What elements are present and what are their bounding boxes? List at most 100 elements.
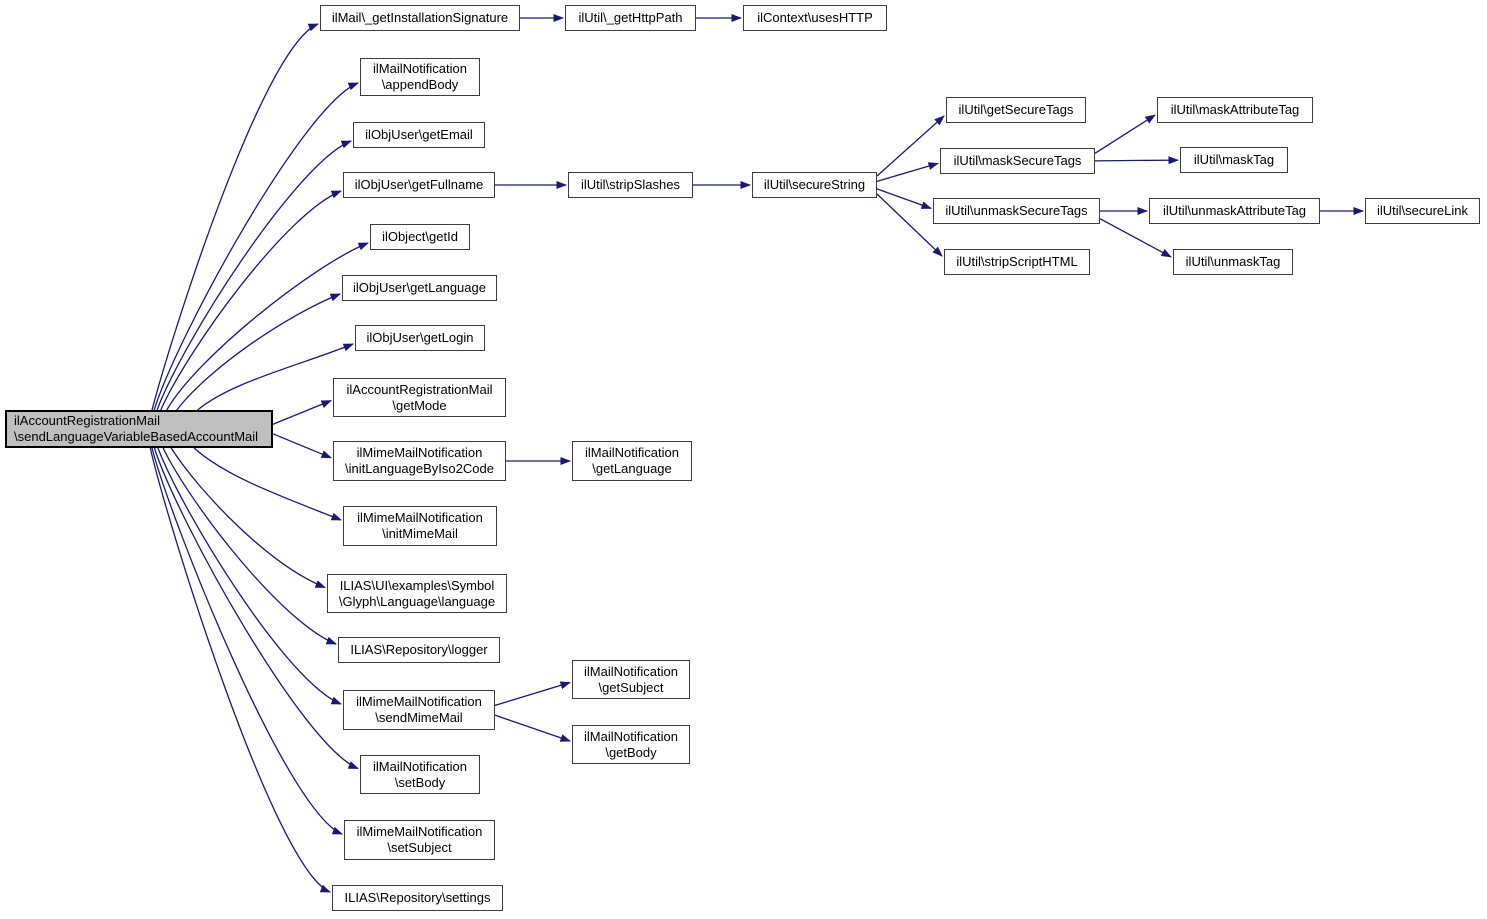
node-label-line: ILIAS\Repository\logger — [350, 642, 488, 657]
node-get-mode[interactable]: ilAccountRegistrationMail\getMode — [333, 378, 506, 417]
node-symbol-glyph-language[interactable]: ILIAS\UI\examples\Symbol\Glyph\Language\… — [327, 574, 507, 613]
node-mask-tag[interactable]: ilUtil\maskTag — [1180, 147, 1288, 173]
node-get-body[interactable]: ilMailNotification\getBody — [572, 725, 690, 764]
node-label-line: ilObjUser\getFullname — [354, 177, 484, 192]
node-label-line: ilUtil\unmaskAttributeTag — [1162, 203, 1307, 218]
node-label-line: ilMailNotification — [584, 663, 678, 679]
node-unmask-secure-tags[interactable]: ilUtil\unmaskSecureTags — [933, 198, 1100, 224]
node-label-line: ilMailNotification — [585, 445, 679, 460]
node-init-mime-mail[interactable]: ilMimeMailNotification\initMimeMail — [343, 506, 497, 546]
edge-root-to-append-body — [153, 82, 359, 411]
node-strip-slashes[interactable]: ilUtil\stripSlashes — [568, 172, 693, 198]
node-label-line: ilObjUser\getLanguage — [353, 280, 486, 295]
node-user-get-language[interactable]: ilObjUser\getLanguage — [342, 275, 497, 301]
node-label-line: ilUtil\unmaskSecureTags — [945, 203, 1088, 218]
edge-root-to-get-fullname — [160, 190, 342, 411]
edge-root-to-init-mime-mail — [193, 447, 342, 521]
node-get-login[interactable]: ilObjUser\getLogin — [355, 325, 485, 351]
node-unmask-attribute-tag[interactable]: ilUtil\unmaskAttributeTag — [1149, 198, 1320, 224]
edge-secure-string-to-unmask-secure-tags — [876, 188, 932, 210]
node-label-line: \sendLanguageVariableBasedAccountMail — [14, 429, 259, 444]
node-label-line: \initLanguageByIso2Code — [345, 461, 494, 476]
node-label-line: \Glyph\Language\language — [338, 593, 496, 609]
node-mask-attribute-tag[interactable]: ilUtil\maskAttributeTag — [1157, 97, 1313, 123]
edge-root-to-init-language-by-iso2-code — [272, 433, 332, 459]
node-secure-string[interactable]: ilUtil\secureString — [752, 172, 877, 198]
node-get-id[interactable]: ilObject\getId — [370, 224, 470, 250]
edge-root-to-set-body — [153, 447, 359, 770]
edge-root-to-get-id — [166, 242, 369, 411]
node-mail-get-language[interactable]: ilMailNotification\getLanguage — [572, 441, 692, 481]
node-label-line: \initMimeMail — [382, 526, 458, 541]
node-label-line: ilAccountRegistrationMail — [14, 413, 160, 428]
node-get-secure-tags[interactable]: ilUtil\getSecureTags — [946, 97, 1086, 123]
edge-mask-secure-tags-to-mask-tag — [1094, 156, 1179, 165]
node-get-http-path[interactable]: ilUtil\_getHttpPath — [565, 5, 696, 31]
node-label-line: ilMailNotification — [373, 758, 467, 774]
edge-root-to-get-login — [197, 343, 354, 411]
node-label-line: ilMailNotification — [373, 61, 467, 76]
node-mask-secure-tags[interactable]: ilUtil\maskSecureTags — [940, 148, 1095, 174]
edge-send-mime-mail-to-get-body — [494, 714, 571, 742]
node-label-line: ilMimeMailNotification — [356, 694, 482, 709]
node-label-line: ilUtil\maskTag — [1193, 152, 1275, 167]
node-get-email[interactable]: ilObjUser\getEmail — [353, 122, 485, 148]
node-label-line: \getBody — [605, 744, 657, 760]
node-get-fullname[interactable]: ilObjUser\getFullname — [343, 172, 495, 198]
node-send-mime-mail[interactable]: ilMimeMailNotification\sendMimeMail — [343, 690, 495, 730]
node-label-line: ilUtil\unmaskTag — [1185, 254, 1281, 269]
node-label-line: \setBody — [394, 774, 446, 790]
node-label-line: \setSubject — [387, 840, 452, 855]
node-label-line: ilUtil\getSecureTags — [958, 102, 1074, 117]
node-label-line: \getMode — [392, 397, 447, 413]
node-label-line: ilMimeMailNotification — [356, 824, 483, 839]
node-uses-http[interactable]: ilContext\usesHTTP — [743, 5, 887, 31]
node-label-line: ilUtil\secureString — [763, 177, 866, 192]
node-label-line: \getSubject — [598, 679, 664, 695]
node-label-line: ILIAS\Repository\settings — [344, 890, 491, 905]
node-unmask-tag[interactable]: ilUtil\unmaskTag — [1173, 249, 1293, 275]
node-label-line: ILIAS\UI\examples\Symbol — [339, 577, 495, 593]
node-label-line: ilUtil\_getHttpPath — [578, 10, 683, 25]
node-repository-settings[interactable]: ILIAS\Repository\settings — [332, 885, 503, 911]
node-label-line: ilObject\getId — [382, 229, 458, 244]
edge-secure-string-to-get-secure-tags — [876, 115, 945, 177]
edge-unmask-secure-tags-to-unmask-tag — [1099, 218, 1172, 258]
node-get-subject[interactable]: ilMailNotification\getSubject — [572, 660, 690, 699]
node-label-line: ilUtil\secureLink — [1376, 203, 1469, 218]
node-init-language-by-iso2-code[interactable]: ilMimeMailNotification\initLanguageByIso… — [333, 441, 506, 481]
node-label-line: ilMailNotification — [584, 728, 678, 744]
node-set-subject[interactable]: ilMimeMailNotification\setSubject — [344, 820, 495, 860]
node-repository-logger[interactable]: ILIAS\Repository\logger — [338, 637, 500, 663]
node-label-line: ilMimeMailNotification — [356, 445, 483, 460]
node-append-body[interactable]: ilMailNotification\appendBody — [360, 58, 480, 96]
edge-mask-secure-tags-to-mask-attribute-tag — [1094, 114, 1156, 154]
edge-root-to-repository-logger — [162, 447, 337, 645]
edge-root-to-set-subject — [151, 447, 343, 835]
edge-root-to-user-get-language — [176, 293, 341, 411]
edge-root-to-send-mime-mail — [157, 447, 342, 705]
node-label-line: ilMimeMailNotification — [357, 510, 483, 525]
node-secure-link[interactable]: ilUtil\secureLink — [1365, 198, 1480, 224]
node-label-line: \getLanguage — [592, 461, 672, 476]
node-root[interactable]: ilAccountRegistrationMail\sendLanguageVa… — [5, 410, 273, 448]
node-label-line: ilContext\usesHTTP — [757, 10, 873, 25]
edge-secure-string-to-strip-script-html — [876, 193, 943, 257]
node-strip-script-html[interactable]: ilUtil\stripScriptHTML — [944, 249, 1090, 275]
node-label-line: \appendBody — [381, 77, 459, 92]
node-label-line: ilMail\_getInstallationSignature — [331, 10, 509, 25]
node-label-line: ilUtil\maskAttributeTag — [1170, 102, 1300, 117]
edge-root-to-get-installation-signature — [151, 23, 319, 411]
edge-send-mime-mail-to-get-subject — [494, 681, 571, 707]
node-label-line: ilUtil\maskSecureTags — [953, 153, 1082, 168]
node-label-line: ilUtil\stripSlashes — [581, 177, 680, 192]
node-label-line: ilObjUser\getEmail — [365, 127, 473, 142]
node-get-installation-signature[interactable]: ilMail\_getInstallationSignature — [320, 5, 520, 31]
node-set-body[interactable]: ilMailNotification\setBody — [360, 755, 480, 794]
edge-secure-string-to-mask-secure-tags — [876, 162, 939, 183]
edge-root-to-get-email — [156, 140, 352, 411]
node-label-line: ilUtil\stripScriptHTML — [956, 254, 1078, 269]
node-label-line: ilAccountRegistrationMail — [346, 381, 493, 397]
